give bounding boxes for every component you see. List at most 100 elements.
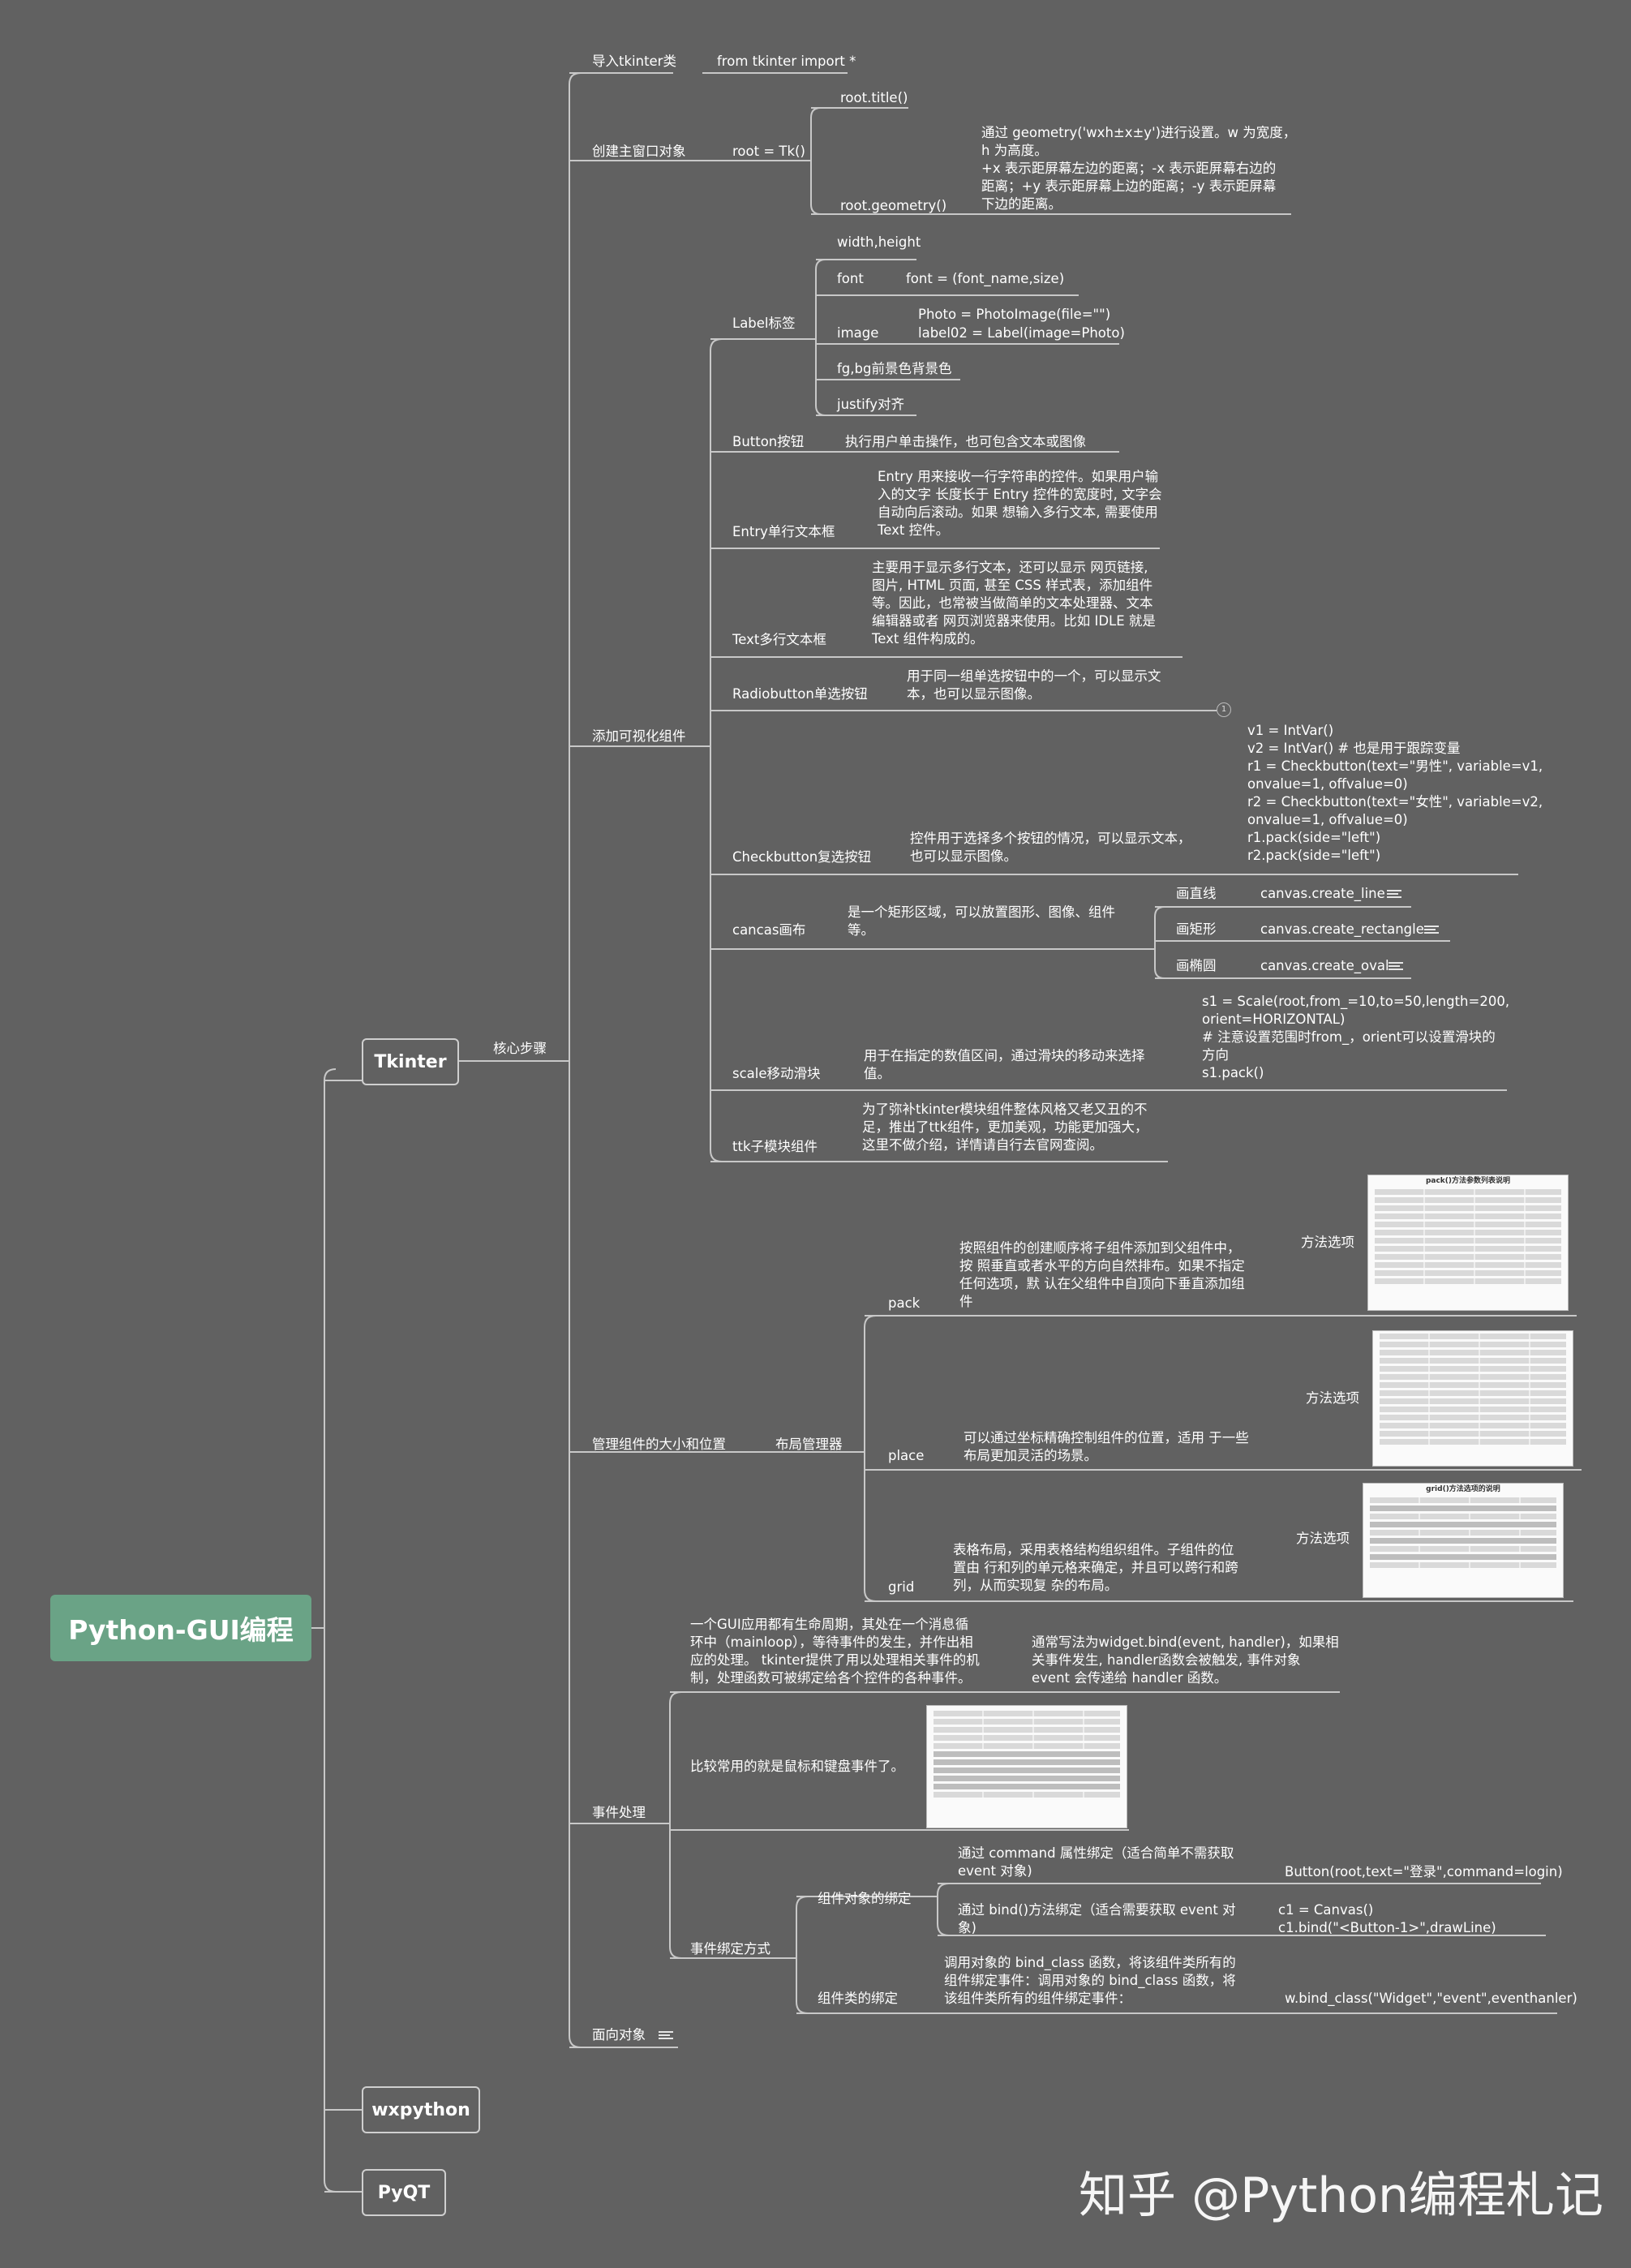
object-binding-node[interactable]: 组件对象的绑定 bbox=[818, 1891, 912, 1906]
label-width-height[interactable]: width,height bbox=[837, 234, 921, 250]
checkbutton-code-line: r1.pack(side="left") bbox=[1247, 830, 1381, 845]
label-justify[interactable]: justify对齐 bbox=[837, 397, 904, 412]
canvas-oval-label[interactable]: 画椭圆 bbox=[1176, 958, 1217, 973]
note-icon[interactable] bbox=[1387, 888, 1405, 900]
text-desc-line: 图片, HTML 页面, 甚至 CSS 样式表，添加组件 bbox=[872, 578, 1153, 593]
command-desc-line: event 对象) bbox=[958, 1863, 1032, 1879]
command-binding-desc: 通过 command 属性绑定（适合简单不需获取 event 对象) bbox=[958, 1845, 1234, 1880]
grid-desc-line: 表格布局，采用表格结构组织组件。子组件的位 bbox=[953, 1542, 1234, 1557]
canvas-widget-node[interactable]: cancas画布 bbox=[732, 922, 806, 938]
scale-desc: 用于在指定的数值区间，通过滑块的移动来选择 值。 bbox=[864, 1047, 1145, 1083]
ttk-desc-line: 足，推出了ttk组件，更加美观，功能更加强大， bbox=[862, 1119, 1148, 1135]
canvas-rect-code[interactable]: canvas.create_rectangle bbox=[1260, 921, 1424, 937]
scale-code-line: # 注意设置范围时from_，orient可以设置滑块的 bbox=[1202, 1029, 1496, 1045]
branch-tkinter[interactable]: Tkinter bbox=[362, 1038, 459, 1085]
bind-method-code-line: c1 = Canvas() bbox=[1278, 1902, 1374, 1918]
bind-method-desc: 通过 bind()方法绑定（适合需要获取 event 对 象) bbox=[958, 1901, 1236, 1937]
core-steps-node[interactable]: 核心步骤 bbox=[493, 1041, 547, 1056]
grid-node[interactable]: grid bbox=[888, 1579, 915, 1595]
pack-node[interactable]: pack bbox=[888, 1295, 921, 1311]
create-window-node[interactable]: 创建主窗口对象 bbox=[592, 144, 686, 159]
class-binding-desc-line: 组件绑定事件：调用对象的 bind_class 函数，将 bbox=[944, 1973, 1236, 1988]
scale-widget-node[interactable]: scale移动滑块 bbox=[732, 1066, 821, 1081]
place-method-options[interactable]: 方法选项 bbox=[1306, 1390, 1359, 1406]
common-events-text[interactable]: 比较常用的就是鼠标和键盘事件了。 bbox=[690, 1759, 904, 1774]
grid-desc-line: 置由 行和列的单元格来确定，并且可以跨行和跨 bbox=[953, 1560, 1238, 1575]
class-binding-desc-line: 该组件类所有的组件绑定事件： bbox=[944, 1991, 1131, 2006]
grid-desc: 表格布局，采用表格结构组织组件。子组件的位 置由 行和列的单元格来确定，并且可以… bbox=[953, 1541, 1238, 1595]
branch-pyqt[interactable]: PyQT bbox=[362, 2169, 446, 2216]
grid-thumb-title: grid()方法选项的说明 bbox=[1426, 1485, 1500, 1493]
label-image-code[interactable]: Photo = PhotoImage(file="") bbox=[918, 307, 1111, 322]
button-widget-node[interactable]: Button按钮 bbox=[732, 434, 805, 449]
layout-manager-node[interactable]: 布局管理器 bbox=[775, 1437, 843, 1452]
command-desc-line: 通过 command 属性绑定（适合简单不需获取 bbox=[958, 1845, 1234, 1861]
ttk-widget-node[interactable]: ttk子模块组件 bbox=[732, 1139, 818, 1154]
text-desc: 主要用于显示多行文本，还可以显示 网页链接, 图片, HTML 页面, 甚至 C… bbox=[872, 559, 1156, 648]
grid-options-image: grid()方法选项的说明 bbox=[1363, 1483, 1564, 1598]
canvas-oval-code[interactable]: canvas.create_oval bbox=[1260, 958, 1389, 973]
radiobutton-desc: 用于同一组单选按钮中的一个，可以显示文 本，也可以显示图像。 bbox=[907, 668, 1161, 703]
note-icon[interactable] bbox=[1424, 924, 1442, 935]
class-binding-node[interactable]: 组件类的绑定 bbox=[818, 1991, 898, 2006]
import-code[interactable]: from tkinter import * bbox=[717, 54, 856, 69]
checkbutton-desc-line: 也可以显示图像。 bbox=[910, 848, 1017, 864]
label-font[interactable]: font bbox=[837, 271, 864, 286]
entry-desc: Entry 用来接收一行字符串的控件。如果用户输 入的文字 长度长于 Entry… bbox=[878, 468, 1162, 539]
note-icon[interactable] bbox=[1388, 960, 1406, 972]
label-fgbg[interactable]: fg,bg前景色背景色 bbox=[837, 361, 952, 376]
label-image[interactable]: image bbox=[837, 325, 879, 341]
root-node[interactable]: Python-GUI编程 bbox=[50, 1595, 311, 1661]
pack-desc-line: 按照组件的创建顺序将子组件添加到父组件中， bbox=[959, 1240, 1241, 1256]
loop-desc-line: 应的处理。 tkinter提供了用以处理相关事件的机 bbox=[690, 1652, 980, 1668]
binding-node[interactable]: 事件绑定方式 bbox=[690, 1941, 770, 1957]
layout-node[interactable]: 管理组件的大小和位置 bbox=[592, 1437, 726, 1452]
label-font-code[interactable]: font = (font_name,size) bbox=[906, 271, 1065, 286]
add-widgets-node[interactable]: 添加可视化组件 bbox=[592, 728, 686, 744]
place-options-image bbox=[1372, 1330, 1573, 1467]
scale-code-line: s1.pack() bbox=[1202, 1065, 1264, 1080]
note-icon[interactable] bbox=[659, 2030, 676, 2041]
loop-desc: 一个GUI应用都有生命周期，其处在一个消息循 环中（mainloop），等待事件… bbox=[690, 1616, 980, 1687]
text-desc-line: 主要用于显示多行文本，还可以显示 网页链接, bbox=[872, 560, 1148, 575]
canvas-line-code[interactable]: canvas.create_line bbox=[1260, 886, 1385, 901]
canvas-desc: 是一个矩形区域，可以放置图形、图像、组件 等。 bbox=[848, 904, 1115, 939]
branch-wxpython[interactable]: wxpython bbox=[362, 2086, 480, 2133]
button-widget-desc: 执行用户单击操作，也可包含文本或图像 bbox=[845, 434, 1086, 449]
geometry-desc-line: 下边的距离。 bbox=[981, 196, 1062, 212]
label-image-code[interactable]: label02 = Label(image=Photo) bbox=[918, 325, 1125, 341]
pack-desc: 按照组件的创建顺序将子组件添加到父组件中， 按 照垂直或者水平的方向自然排布。如… bbox=[959, 1239, 1245, 1311]
grid-desc-line: 列，从而实现复 杂的布局。 bbox=[953, 1578, 1118, 1593]
bind-desc-line: event 会传递给 handler 函数。 bbox=[1032, 1670, 1228, 1686]
pack-method-options[interactable]: 方法选项 bbox=[1301, 1235, 1354, 1250]
canvas-rect-label[interactable]: 画矩形 bbox=[1176, 921, 1217, 937]
oop-node[interactable]: 面向对象 bbox=[592, 2027, 646, 2042]
title-code[interactable]: root.title() bbox=[840, 90, 908, 105]
radiobutton-desc-line: 用于同一组单选按钮中的一个，可以显示文 bbox=[907, 668, 1161, 684]
tk-code[interactable]: root = Tk() bbox=[732, 144, 805, 159]
entry-desc-line: Entry 用来接收一行字符串的控件。如果用户输 bbox=[878, 469, 1159, 484]
events-node[interactable]: 事件处理 bbox=[592, 1805, 646, 1820]
checkbutton-code-line: r1 = Checkbutton(text="男性", variable=v1, bbox=[1247, 758, 1543, 774]
loop-desc-line: 环中（mainloop），等待事件的发生，并作出相 bbox=[690, 1634, 973, 1650]
entry-desc-line: 入的文字 长度长于 Entry 控件的宽度时, 文字会 bbox=[878, 487, 1162, 502]
ttk-desc-line: 这里不做介绍，详情请自行去官网查阅。 bbox=[862, 1137, 1103, 1153]
pack-desc-line: 按 照垂直或者水平的方向自然排布。如果不指定 bbox=[959, 1258, 1245, 1274]
text-widget-node[interactable]: Text多行文本框 bbox=[732, 632, 826, 647]
checkbutton-desc: 控件用于选择多个按钮的情况，可以显示文本， 也可以显示图像。 bbox=[910, 830, 1191, 866]
comment-badge[interactable]: 1 bbox=[1217, 702, 1231, 717]
label-widget-node[interactable]: Label标签 bbox=[732, 316, 796, 331]
grid-method-options[interactable]: 方法选项 bbox=[1296, 1531, 1350, 1546]
radiobutton-widget-node[interactable]: Radiobutton单选按钮 bbox=[732, 686, 868, 702]
bind-method-desc-line: 通过 bind()方法绑定（适合需要获取 event 对 bbox=[958, 1902, 1236, 1918]
geometry-description: 通过 geometry('wxh±x±y')进行设置。w 为宽度， h 为高度。… bbox=[981, 124, 1296, 213]
events-table-image bbox=[926, 1705, 1127, 1828]
checkbutton-code-line: r2 = Checkbutton(text="女性", variable=v2, bbox=[1247, 794, 1543, 810]
canvas-line-label[interactable]: 画直线 bbox=[1176, 886, 1217, 901]
checkbutton-widget-node[interactable]: Checkbutton复选按钮 bbox=[732, 849, 872, 865]
checkbutton-code-line: onvalue=1, offvalue=0) bbox=[1247, 812, 1408, 827]
entry-widget-node[interactable]: Entry单行文本框 bbox=[732, 524, 835, 539]
place-node[interactable]: place bbox=[888, 1448, 925, 1463]
geometry-code[interactable]: root.geometry() bbox=[840, 198, 947, 213]
import-node[interactable]: 导入tkinter类 bbox=[592, 54, 676, 69]
